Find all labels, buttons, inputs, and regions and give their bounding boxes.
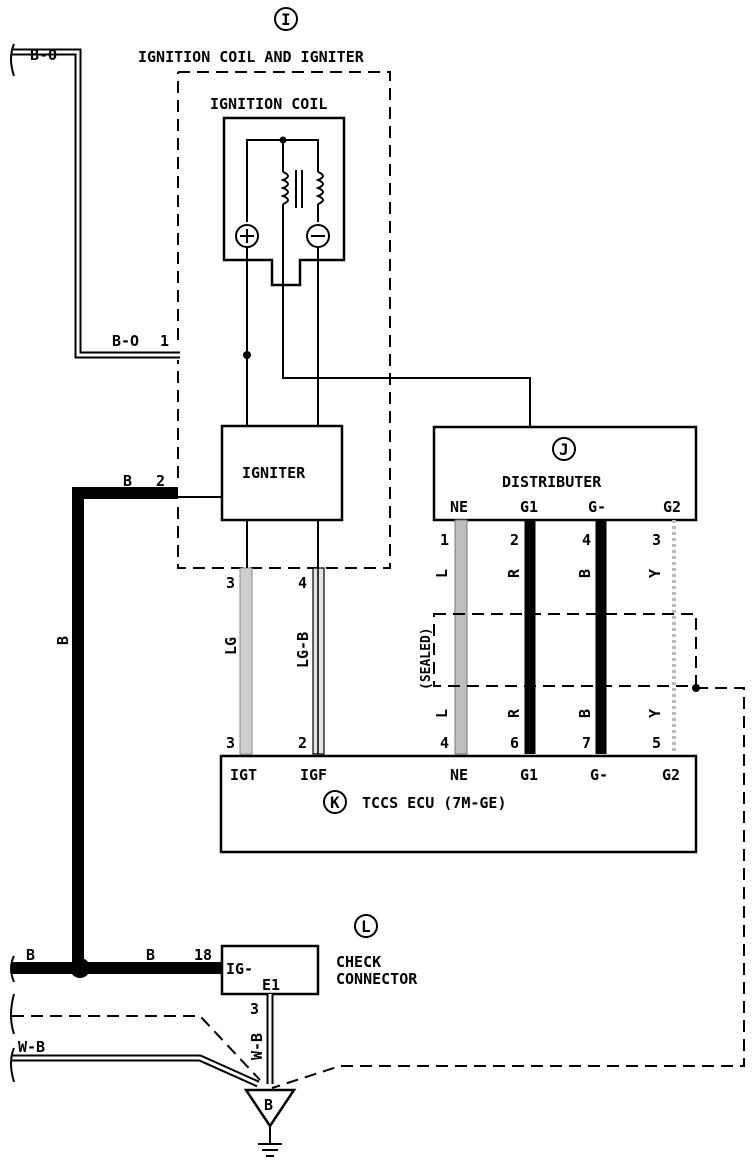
wire-color-ne-bottom: L (433, 709, 451, 718)
splice-b (70, 958, 90, 978)
distributor-pin-ne: NE (450, 498, 468, 516)
ground-point-b: B (243, 1088, 297, 1157)
pin-g1-top: 2 (510, 531, 519, 549)
component-marker-i: I (274, 7, 298, 31)
wire-label-lg: LG (222, 637, 240, 655)
wire-label-b-left: B (26, 946, 35, 964)
pin-g2-bottom: 5 (652, 734, 661, 752)
svg-text:K: K (330, 793, 340, 812)
pin-gminus-top: 4 (582, 531, 591, 549)
pin-gminus-bottom: 7 (582, 734, 591, 752)
ecu-title: TCCS ECU (7M-GE) (362, 794, 507, 812)
connector-bracket (10, 955, 15, 983)
ignition-coil-internals (246, 136, 324, 285)
check-pin-ig-minus: IG- (226, 960, 253, 978)
wire-label-b-o-coil: B-O (112, 332, 139, 350)
wire-color-ne-top: L (433, 569, 451, 578)
wire-igt (239, 567, 253, 755)
igniter-title: IGNITER (242, 464, 306, 482)
wire-color-g1-top: R (505, 568, 523, 578)
distributor-pin-gminus: G- (588, 498, 606, 516)
pin-ne-bottom: 4 (440, 734, 449, 752)
wire-ne (454, 519, 468, 755)
svg-text:J: J (559, 440, 569, 459)
distributor-title: DISTRIBUTER (502, 473, 602, 491)
distributor-body (432, 425, 698, 522)
connector-bracket (10, 43, 15, 77)
wire-color-gminus-top: B (576, 569, 594, 578)
ecu-pin-igt: IGT (230, 766, 257, 784)
pin-igf-top: 4 (298, 574, 307, 592)
wire-color-g2-top: Y (646, 569, 664, 578)
pin-ne-top: 1 (440, 531, 449, 549)
splice-point (243, 351, 251, 359)
svg-text:B: B (264, 1096, 273, 1114)
component-marker-k: K (323, 790, 347, 814)
pin-label-igniter-2: 2 (156, 472, 165, 490)
wire-color-g2-bottom: Y (646, 709, 664, 718)
wire-color-g1-bottom: R (505, 708, 523, 718)
ignition-coil-and-igniter-title: IGNITION COIL AND IGNITER (138, 48, 365, 66)
component-marker-l: L (354, 914, 378, 938)
svg-text:I: I (281, 10, 291, 29)
check-pin-e1: E1 (262, 976, 280, 994)
wire-w-b-left (12, 1054, 260, 1088)
ecu-pin-g1: G1 (520, 766, 538, 784)
check-connector-title-2: CONNECTOR (336, 970, 418, 988)
ecu-pin-ne: NE (450, 766, 468, 784)
wire-color-gminus-bottom: B (576, 709, 594, 718)
pin-g2-top: 3 (652, 531, 661, 549)
wire-coil-to-distributor (282, 285, 531, 428)
ecu-pin-igf: IGF (300, 766, 327, 784)
distributor-pin-g1: G1 (520, 498, 538, 516)
check-connector-body (220, 944, 320, 996)
sealed-label: (SEALED) (419, 627, 434, 690)
shield-dashed-left (12, 1015, 261, 1081)
pin-label-b-o-1: 1 (160, 332, 169, 350)
ecu-pin-g2: G2 (662, 766, 680, 784)
wire-label-w-b-left: W-B (18, 1038, 45, 1056)
wire-label-b-check: B (146, 946, 155, 964)
wire-b-o (10, 43, 180, 359)
wire-b-heavy (72, 487, 178, 968)
ignition-coil-title: IGNITION COIL (210, 95, 327, 113)
sealed-zone (433, 613, 697, 687)
wire-label-b-igniter: B (123, 472, 132, 490)
pin-igt-bottom: 3 (226, 734, 235, 752)
pin-check-18: 18 (194, 946, 212, 964)
distributor-pin-g2: G2 (663, 498, 681, 516)
igniter-body (220, 424, 344, 522)
shield-ground-dashed (271, 687, 745, 1089)
wire-label-w-b-check: W-B (248, 1033, 266, 1060)
ecu-body (219, 754, 698, 854)
ecu-pin-gminus: G- (590, 766, 608, 784)
wire-label-lg-b: LG-B (294, 632, 312, 668)
wire-label-b-o-top: B-O (30, 46, 57, 64)
check-connector-title-1: CHECK (336, 953, 381, 971)
svg-text:L: L (361, 917, 371, 936)
component-marker-j: J (552, 437, 576, 461)
ignition-enclosure-dashed (177, 71, 391, 569)
pin-igt-top: 3 (226, 574, 235, 592)
wire-label-b-vertical: B (54, 636, 72, 645)
pin-igf-bottom: 2 (298, 734, 307, 752)
pin-check-3: 3 (250, 1000, 259, 1018)
pin-g1-bottom: 6 (510, 734, 519, 752)
